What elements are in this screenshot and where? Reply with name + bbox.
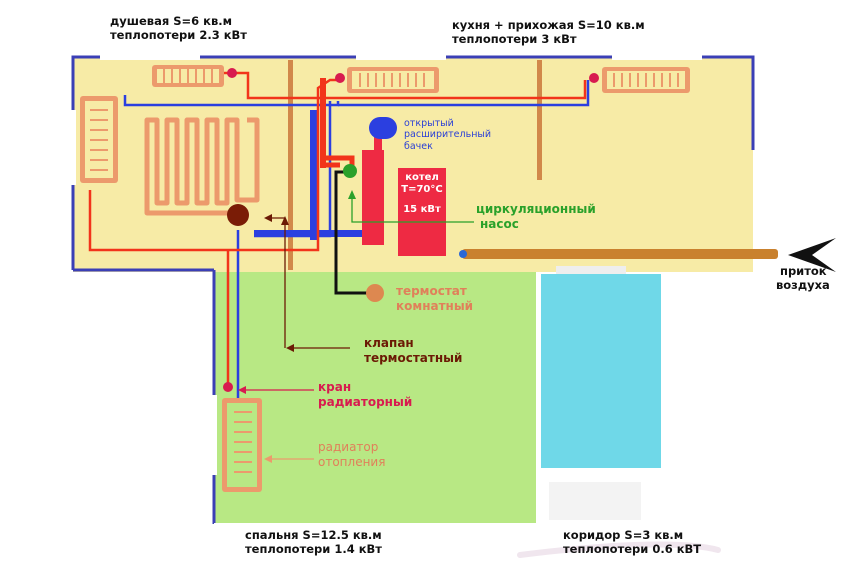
corridor-floor <box>541 274 661 468</box>
room-label-kitchen: кухня + прихожая S=10 кв.м теплопотери 3… <box>452 18 645 46</box>
room-label-shower: душевая S=6 кв.м теплопотери 2.3 кВт <box>110 14 247 42</box>
window-shower <box>100 53 200 60</box>
shower-loss: теплопотери 2.3 кВт <box>110 28 247 43</box>
thermostat-wire <box>334 170 372 295</box>
tank-line-2: расширительный <box>404 129 492 141</box>
valve-label: клапан термостатный <box>364 336 462 365</box>
partition-bedroom-right <box>536 272 541 522</box>
partition-kitchen <box>537 60 542 180</box>
room-label-bedroom: спальня S=12.5 кв.м теплопотери 1.4 кВт <box>245 528 382 556</box>
pointer-pump <box>348 190 474 223</box>
expansion-tank <box>369 117 397 139</box>
radiator-shower-left <box>80 96 118 183</box>
corridor-loss: теплопотери 0.6 кВТ <box>563 542 702 557</box>
corridor-gap-top <box>556 266 626 274</box>
pump-label: циркуляционный насос <box>476 202 596 231</box>
air-line-1: приток <box>780 264 827 278</box>
kitchen-loss: теплопотери 3 кВт <box>452 32 577 47</box>
room-label-corridor: коридор S=3 кв.м теплопотери 0.6 кВТ <box>563 528 701 556</box>
tank-label: открытый расширительный бачек <box>404 118 491 152</box>
window-left <box>69 110 76 185</box>
bedroom-loss: теплопотери 1.4 кВт <box>245 542 382 557</box>
thermostat-line-2: комнатный <box>396 298 474 313</box>
radiator-label: радиатор отопления <box>318 440 385 469</box>
bedroom-area: спальня S=12.5 кв.м <box>245 528 382 542</box>
partition-shower <box>288 60 293 270</box>
boiler-unit <box>398 168 446 256</box>
corridor-area: коридор S=3 кв.м <box>563 528 684 542</box>
boiler-name: котел <box>405 172 439 183</box>
air-intake-arrow <box>788 238 836 272</box>
window-bedroom-left <box>210 395 217 475</box>
return-main <box>310 110 317 240</box>
thermostat-line-1: термостат <box>396 284 467 298</box>
air-line-2: воздуха <box>776 278 830 293</box>
pump-line-1: циркуляционный <box>476 202 596 216</box>
window-kitchen <box>356 53 446 60</box>
radiator-line-1: радиатор <box>318 440 379 454</box>
tank-pipe <box>362 150 384 245</box>
tank-pipe-top <box>374 135 382 155</box>
smudge <box>517 541 721 558</box>
radiator-kitchen-1 <box>347 67 439 93</box>
tap-label: кран радиаторный <box>318 380 412 409</box>
tap-shower <box>227 68 237 78</box>
valve-line-2: термостатный <box>364 350 463 365</box>
tap-kitchen-1 <box>335 73 345 83</box>
pointer-tap <box>238 386 314 394</box>
air-duct-inlet <box>459 250 467 258</box>
pump-line-2: насос <box>480 216 519 231</box>
air-label: приток воздуха <box>776 264 830 292</box>
supply-main <box>320 78 326 168</box>
valve-line-1: клапан <box>364 336 414 350</box>
tank-line-1: открытый <box>404 118 454 129</box>
air-duct <box>462 249 778 259</box>
kitchen-area: кухня + прихожая S=10 кв.м <box>452 18 645 32</box>
window-kitchen-2 <box>612 53 702 60</box>
radiator-shower-top <box>152 65 224 87</box>
pointer-valve <box>264 214 350 352</box>
pump-dot <box>343 164 357 178</box>
corridor-gap <box>549 482 641 520</box>
radiator-line-2: отопления <box>318 454 386 469</box>
tap-kitchen-2 <box>589 73 599 83</box>
boiler-temp: Т=70°С <box>401 184 443 196</box>
boiler-power: 15 кВт <box>403 204 441 216</box>
thermostat-label: термостат комнатный <box>396 284 473 313</box>
underfloor-coil <box>144 117 260 216</box>
return-boiler <box>254 230 364 237</box>
tap-line-1: кран <box>318 380 352 394</box>
tap-line-2: радиаторный <box>318 394 413 409</box>
shower-area: душевая S=6 кв.м <box>110 14 232 28</box>
bedroom-floor <box>214 272 536 524</box>
radiator-kitchen-2 <box>602 67 690 93</box>
radiator-bedroom <box>222 398 262 492</box>
thermostatic-valve <box>227 204 249 226</box>
thermostat-dot <box>366 284 384 302</box>
tap-bedroom <box>223 382 233 392</box>
tank-line-3: бачек <box>404 140 433 152</box>
boiler-label: котел Т=70°С 15 кВт <box>398 172 446 217</box>
pointer-radiator <box>264 455 314 463</box>
